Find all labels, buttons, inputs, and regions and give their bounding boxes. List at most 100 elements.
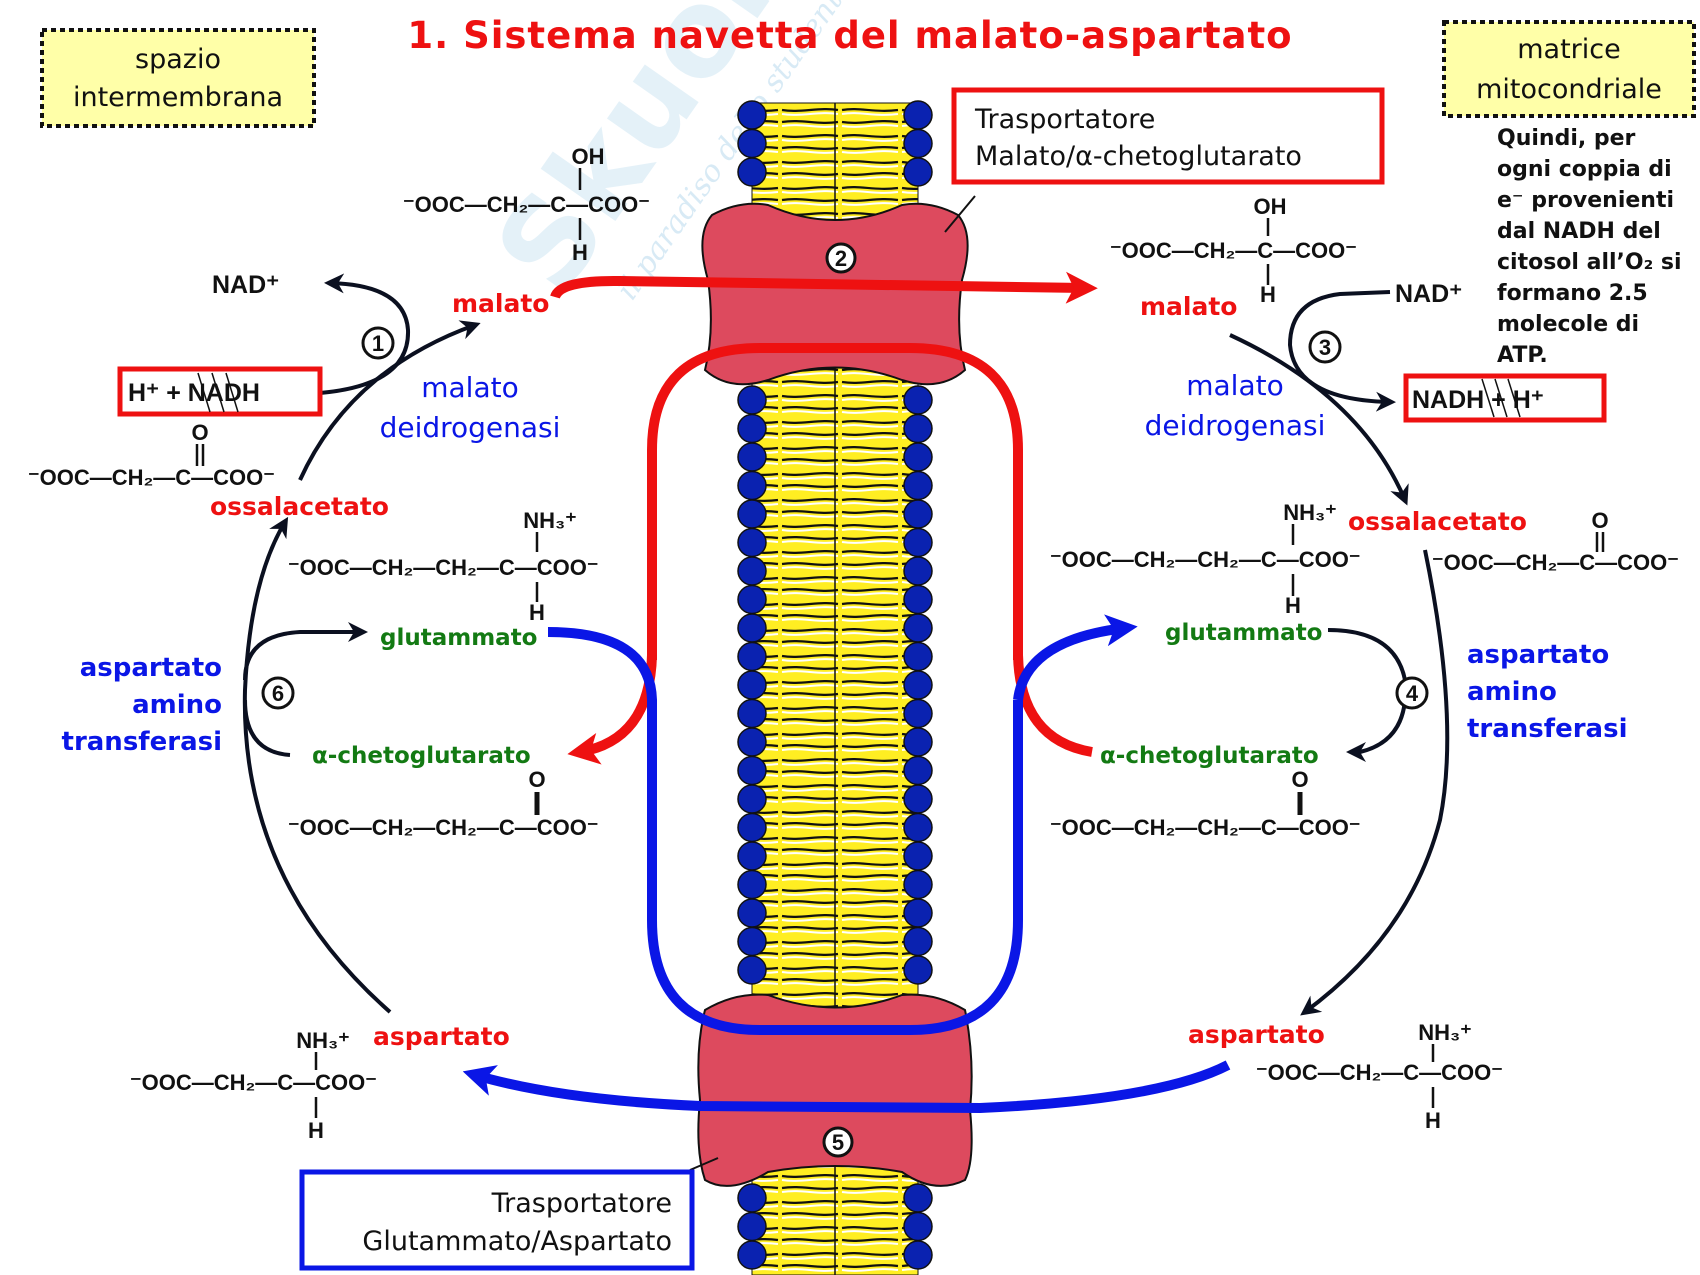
step-4-badge: 4 bbox=[1395, 676, 1429, 710]
right-nadh-text: NADH + H⁺ bbox=[1412, 386, 1544, 414]
page-title: 1. Sistema navetta del malato-aspartato bbox=[407, 14, 1292, 57]
right-ast-line1: aspartato bbox=[1467, 640, 1609, 670]
phospholipid-head bbox=[737, 784, 767, 814]
membrane-heads-right bbox=[903, 100, 933, 1270]
formula-main: ⁻OOC—CH₂—C—COO⁻ bbox=[130, 1070, 377, 1095]
left-ast-line1: aspartato bbox=[80, 653, 222, 683]
phospholipid-head bbox=[903, 898, 933, 928]
phospholipid-head bbox=[737, 869, 767, 900]
left-mdh-line1: malato bbox=[421, 371, 518, 404]
left-aspartate-formula: NH₃⁺ ⁻OOC—CH₂—C—COO⁻ H bbox=[130, 1028, 377, 1143]
phospholipid-head bbox=[903, 527, 933, 558]
phospholipid-head bbox=[737, 898, 767, 928]
left-akg-label: α-chetoglutarato bbox=[312, 743, 531, 769]
formula-bottom: H bbox=[1285, 593, 1301, 618]
phospholipid-head bbox=[903, 841, 933, 871]
phospholipid-head bbox=[737, 499, 767, 529]
step-2-number: 2 bbox=[835, 246, 847, 271]
right-akg-label: α-chetoglutarato bbox=[1100, 743, 1319, 769]
phospholipid-head bbox=[737, 584, 767, 615]
phospholipid-head bbox=[737, 955, 767, 985]
note-line: e⁻ provenienti bbox=[1497, 188, 1674, 213]
phospholipid-head bbox=[737, 470, 767, 501]
note-line: formano 2.5 bbox=[1497, 281, 1648, 306]
formula-main: ⁻OOC—CH₂—C—COO⁻ bbox=[1256, 1060, 1503, 1085]
phospholipid-head bbox=[903, 470, 933, 501]
phospholipid-head bbox=[737, 1183, 767, 1213]
phospholipid-head bbox=[737, 385, 767, 415]
phospholipid-head bbox=[737, 413, 767, 444]
right-malato-label: malato bbox=[1140, 292, 1238, 321]
note-line: ATP. bbox=[1497, 343, 1548, 368]
right-akg-formula: O ⁻OOC—CH₂—CH₂—C—COO⁻ bbox=[1050, 767, 1360, 840]
phospholipid-head bbox=[903, 442, 933, 472]
note-line: Quindi, per bbox=[1497, 126, 1636, 151]
aspartate-transport-arrow bbox=[462, 1060, 1231, 1114]
formula-bottom: H bbox=[529, 600, 545, 625]
left-cycle-arrow-asp-to-oaa bbox=[242, 516, 392, 1014]
formula-main: ⁻OOC—CH₂—C—COO⁻ bbox=[1432, 550, 1679, 575]
transporter-malate-akg[interactable]: 2 bbox=[701, 195, 976, 386]
formula-main: ⁻OOC—CH₂—C—COO⁻ bbox=[28, 465, 275, 490]
phospholipid-head bbox=[903, 499, 933, 529]
right-mdh-arrow-mal-to-oaa bbox=[1229, 333, 1409, 506]
transporter-glu-asp[interactable]: 5 bbox=[689, 993, 973, 1187]
phospholipid-head bbox=[903, 670, 933, 700]
formula-main: ⁻OOC—CH₂—CH₂—C—COO⁻ bbox=[288, 555, 598, 580]
right-ast-line3: transferasi bbox=[1467, 714, 1627, 744]
right-glutamate-formula: NH₃⁺ ⁻OOC—CH₂—CH₂—C—COO⁻ H bbox=[1050, 500, 1360, 618]
formula-top: O bbox=[1591, 508, 1608, 533]
step-5-badge bbox=[822, 1126, 854, 1158]
phospholipid-head bbox=[737, 641, 767, 672]
right-ast-arrow-from-glu bbox=[1327, 628, 1408, 762]
step-4-number: 4 bbox=[1406, 681, 1419, 706]
formula-top: NH₃⁺ bbox=[296, 1028, 350, 1053]
akg-transport-path bbox=[647, 343, 1023, 660]
glu-arrow-right bbox=[1013, 614, 1138, 701]
callout-leader bbox=[689, 1157, 719, 1171]
right-cycle-arrow-oaa-to-asp bbox=[1300, 549, 1450, 1016]
step-1-number: 1 bbox=[372, 331, 384, 356]
label-glu-asp-transporter: Trasportatore Glutammato/Aspartato bbox=[299, 1169, 695, 1271]
right-nad-plus: NAD⁺ bbox=[1395, 280, 1462, 308]
phospholipid-head bbox=[903, 869, 933, 900]
phospholipid-head bbox=[737, 613, 767, 643]
left-nadh-box: H⁺ + NADH bbox=[117, 366, 323, 417]
left-nadh-text: H⁺ + NADH bbox=[128, 379, 260, 407]
left-glutamate-formula: NH₃⁺ ⁻OOC—CH₂—CH₂—C—COO⁻ H bbox=[288, 508, 598, 625]
phospholipid-head bbox=[903, 727, 933, 757]
phospholipid-head bbox=[903, 1211, 933, 1242]
left-ast-line3: transferasi bbox=[62, 727, 222, 757]
phospholipid-head bbox=[903, 926, 933, 957]
formula-top: NH₃⁺ bbox=[1418, 1020, 1472, 1045]
formula-main: ⁻OOC—CH₂—CH₂—C—COO⁻ bbox=[1050, 547, 1360, 572]
phospholipid-head bbox=[903, 1240, 933, 1270]
left-aspartato-label: aspartato bbox=[373, 1022, 510, 1051]
phospholipid-head bbox=[903, 157, 933, 187]
phospholipid-head bbox=[903, 613, 933, 643]
left-oxaloacetate-formula: O ⁻OOC—CH₂—C—COO⁻ bbox=[28, 420, 275, 490]
phospholipid-head bbox=[737, 100, 767, 130]
left-akg-formula: O ⁻OOC—CH₂—CH₂—C—COO⁻ bbox=[288, 767, 598, 840]
formula-top: NH₃⁺ bbox=[1283, 500, 1337, 525]
left-malate-formula: OH ⁻OOC—CH₂—C—COO⁻ H bbox=[403, 144, 650, 265]
phospholipid-head bbox=[737, 727, 767, 757]
left-malato-label: malato bbox=[452, 289, 550, 318]
left-ast-arrow-to-glu bbox=[243, 622, 368, 681]
compartment-matrix: matrice mitocondriale bbox=[1442, 20, 1696, 118]
left-mdh-line2: deidrogenasi bbox=[380, 411, 561, 444]
membrane-heads-left bbox=[737, 100, 767, 1270]
phospholipid-head bbox=[903, 955, 933, 985]
transporter-label-line1: Trasportatore bbox=[974, 104, 1155, 135]
callout-leader bbox=[944, 195, 976, 233]
phospholipid-head bbox=[737, 556, 767, 586]
phospholipid-head bbox=[737, 670, 767, 700]
phospholipid-head bbox=[737, 1240, 767, 1270]
right-mdh-line1: malato bbox=[1186, 369, 1283, 402]
phospholipid-head bbox=[737, 1211, 767, 1242]
right-aspartato-label: aspartato bbox=[1188, 1020, 1325, 1049]
right-oxaloacetate-formula: O ⁻OOC—CH₂—C—COO⁻ bbox=[1432, 508, 1679, 575]
phospholipid-head bbox=[903, 641, 933, 672]
phospholipid-head bbox=[737, 698, 767, 729]
phospholipid-head bbox=[903, 385, 933, 415]
